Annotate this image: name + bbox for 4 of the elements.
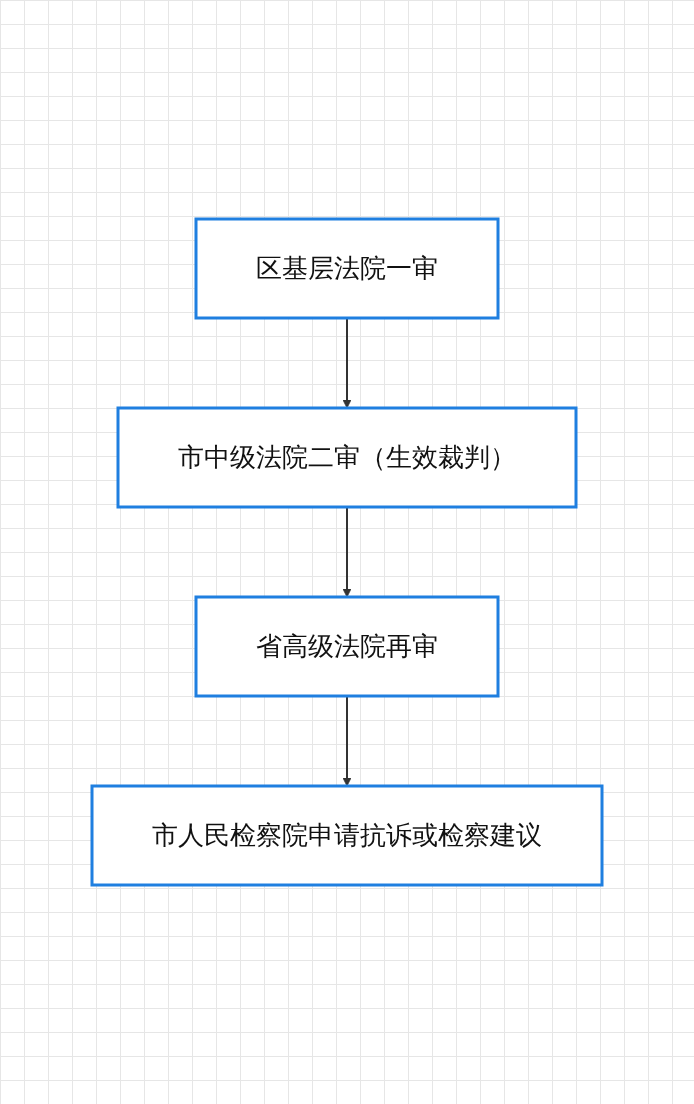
node-box: 市中级法院二审（生效裁判） xyxy=(116,406,578,509)
node-box: 区基层法院一审 xyxy=(194,217,500,320)
node-box: 省高级法院再审 xyxy=(194,595,500,698)
node-box: 市人民检察院申请抗诉或检察建议 xyxy=(90,784,604,887)
